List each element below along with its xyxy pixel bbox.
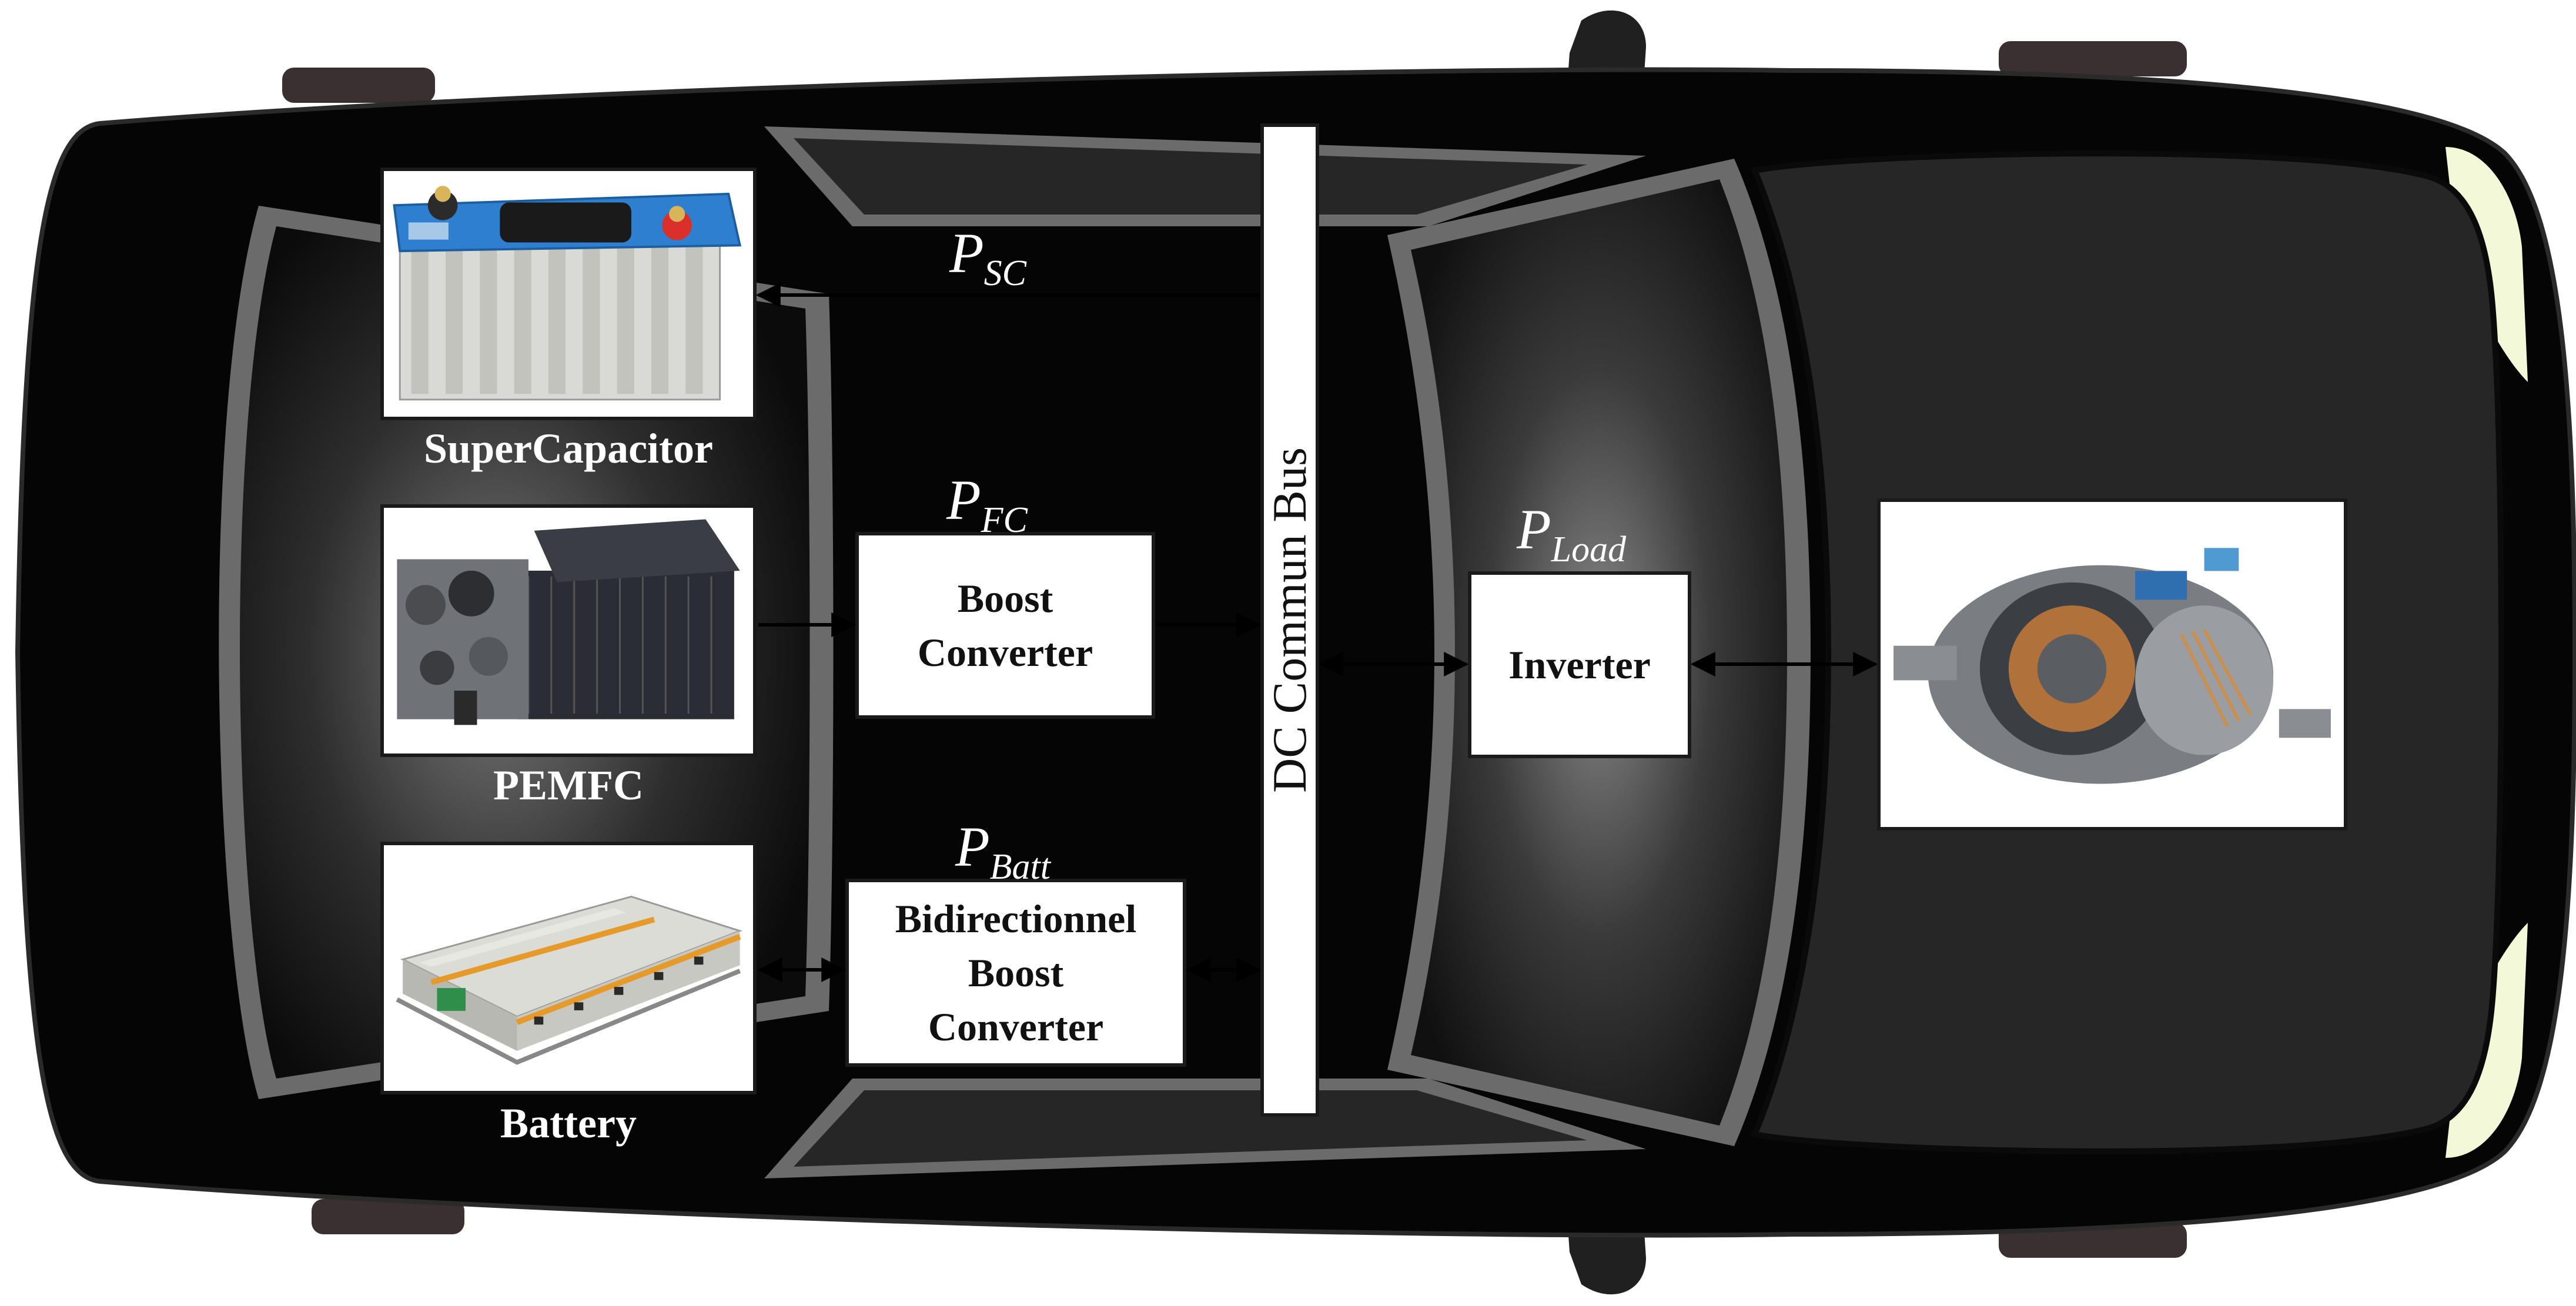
power-load-symbol: P	[1517, 498, 1551, 561]
battery-image	[380, 842, 757, 1094]
power-batt-subscript: Batt	[989, 847, 1051, 887]
fuel-cell-illustration	[397, 519, 740, 725]
supercapacitor-label: SuperCapacitor	[424, 425, 713, 472]
motor-illustration	[1893, 548, 2331, 784]
wheel-rl-top	[282, 68, 435, 103]
power-load-label: PLoad	[1517, 497, 1626, 571]
power-batt-symbol: P	[955, 815, 990, 878]
top-window-glass	[794, 138, 1587, 215]
boost-converter-block: Boost Converter	[855, 532, 1155, 719]
power-fc-label: PFC	[946, 467, 1028, 541]
power-sc-label: PSC	[949, 220, 1026, 294]
bidirectional-converter-line2: Boost	[968, 950, 1064, 995]
power-batt-label: PBatt	[955, 814, 1051, 888]
power-load-subscript: Load	[1551, 530, 1627, 570]
pemfc-label: PEMFC	[493, 762, 644, 809]
boost-converter-line1: Boost	[957, 576, 1053, 621]
electric-motor-image	[1877, 498, 2347, 831]
wheel-rf-top	[1999, 41, 2187, 76]
power-sc-symbol: P	[949, 222, 984, 284]
inverter-label: Inverter	[1508, 642, 1651, 687]
supercapacitor-illustration	[393, 186, 742, 401]
bottom-window-glass	[794, 1090, 1587, 1167]
boost-converter-line2: Converter	[917, 630, 1093, 675]
pemfc-image	[380, 504, 757, 757]
supercapacitor-image	[380, 168, 757, 420]
bidirectional-converter-line1: Bidirectionnel	[895, 896, 1137, 941]
power-sc-subscript: SC	[983, 253, 1026, 293]
battery-label: Battery	[500, 1100, 637, 1147]
power-fc-symbol: P	[946, 468, 981, 531]
wheel-rl-bottom	[312, 1199, 464, 1234]
bidirectional-converter-line3: Converter	[928, 1004, 1104, 1049]
battery-pack-illustration	[396, 895, 743, 1065]
inverter-block: Inverter	[1468, 571, 1691, 758]
bidirectional-converter-block: Bidirectionnel Boost Converter	[845, 879, 1186, 1067]
power-fc-subscript: FC	[981, 500, 1028, 540]
dc-bus-bar: DC Commun Bus	[1260, 123, 1319, 1117]
